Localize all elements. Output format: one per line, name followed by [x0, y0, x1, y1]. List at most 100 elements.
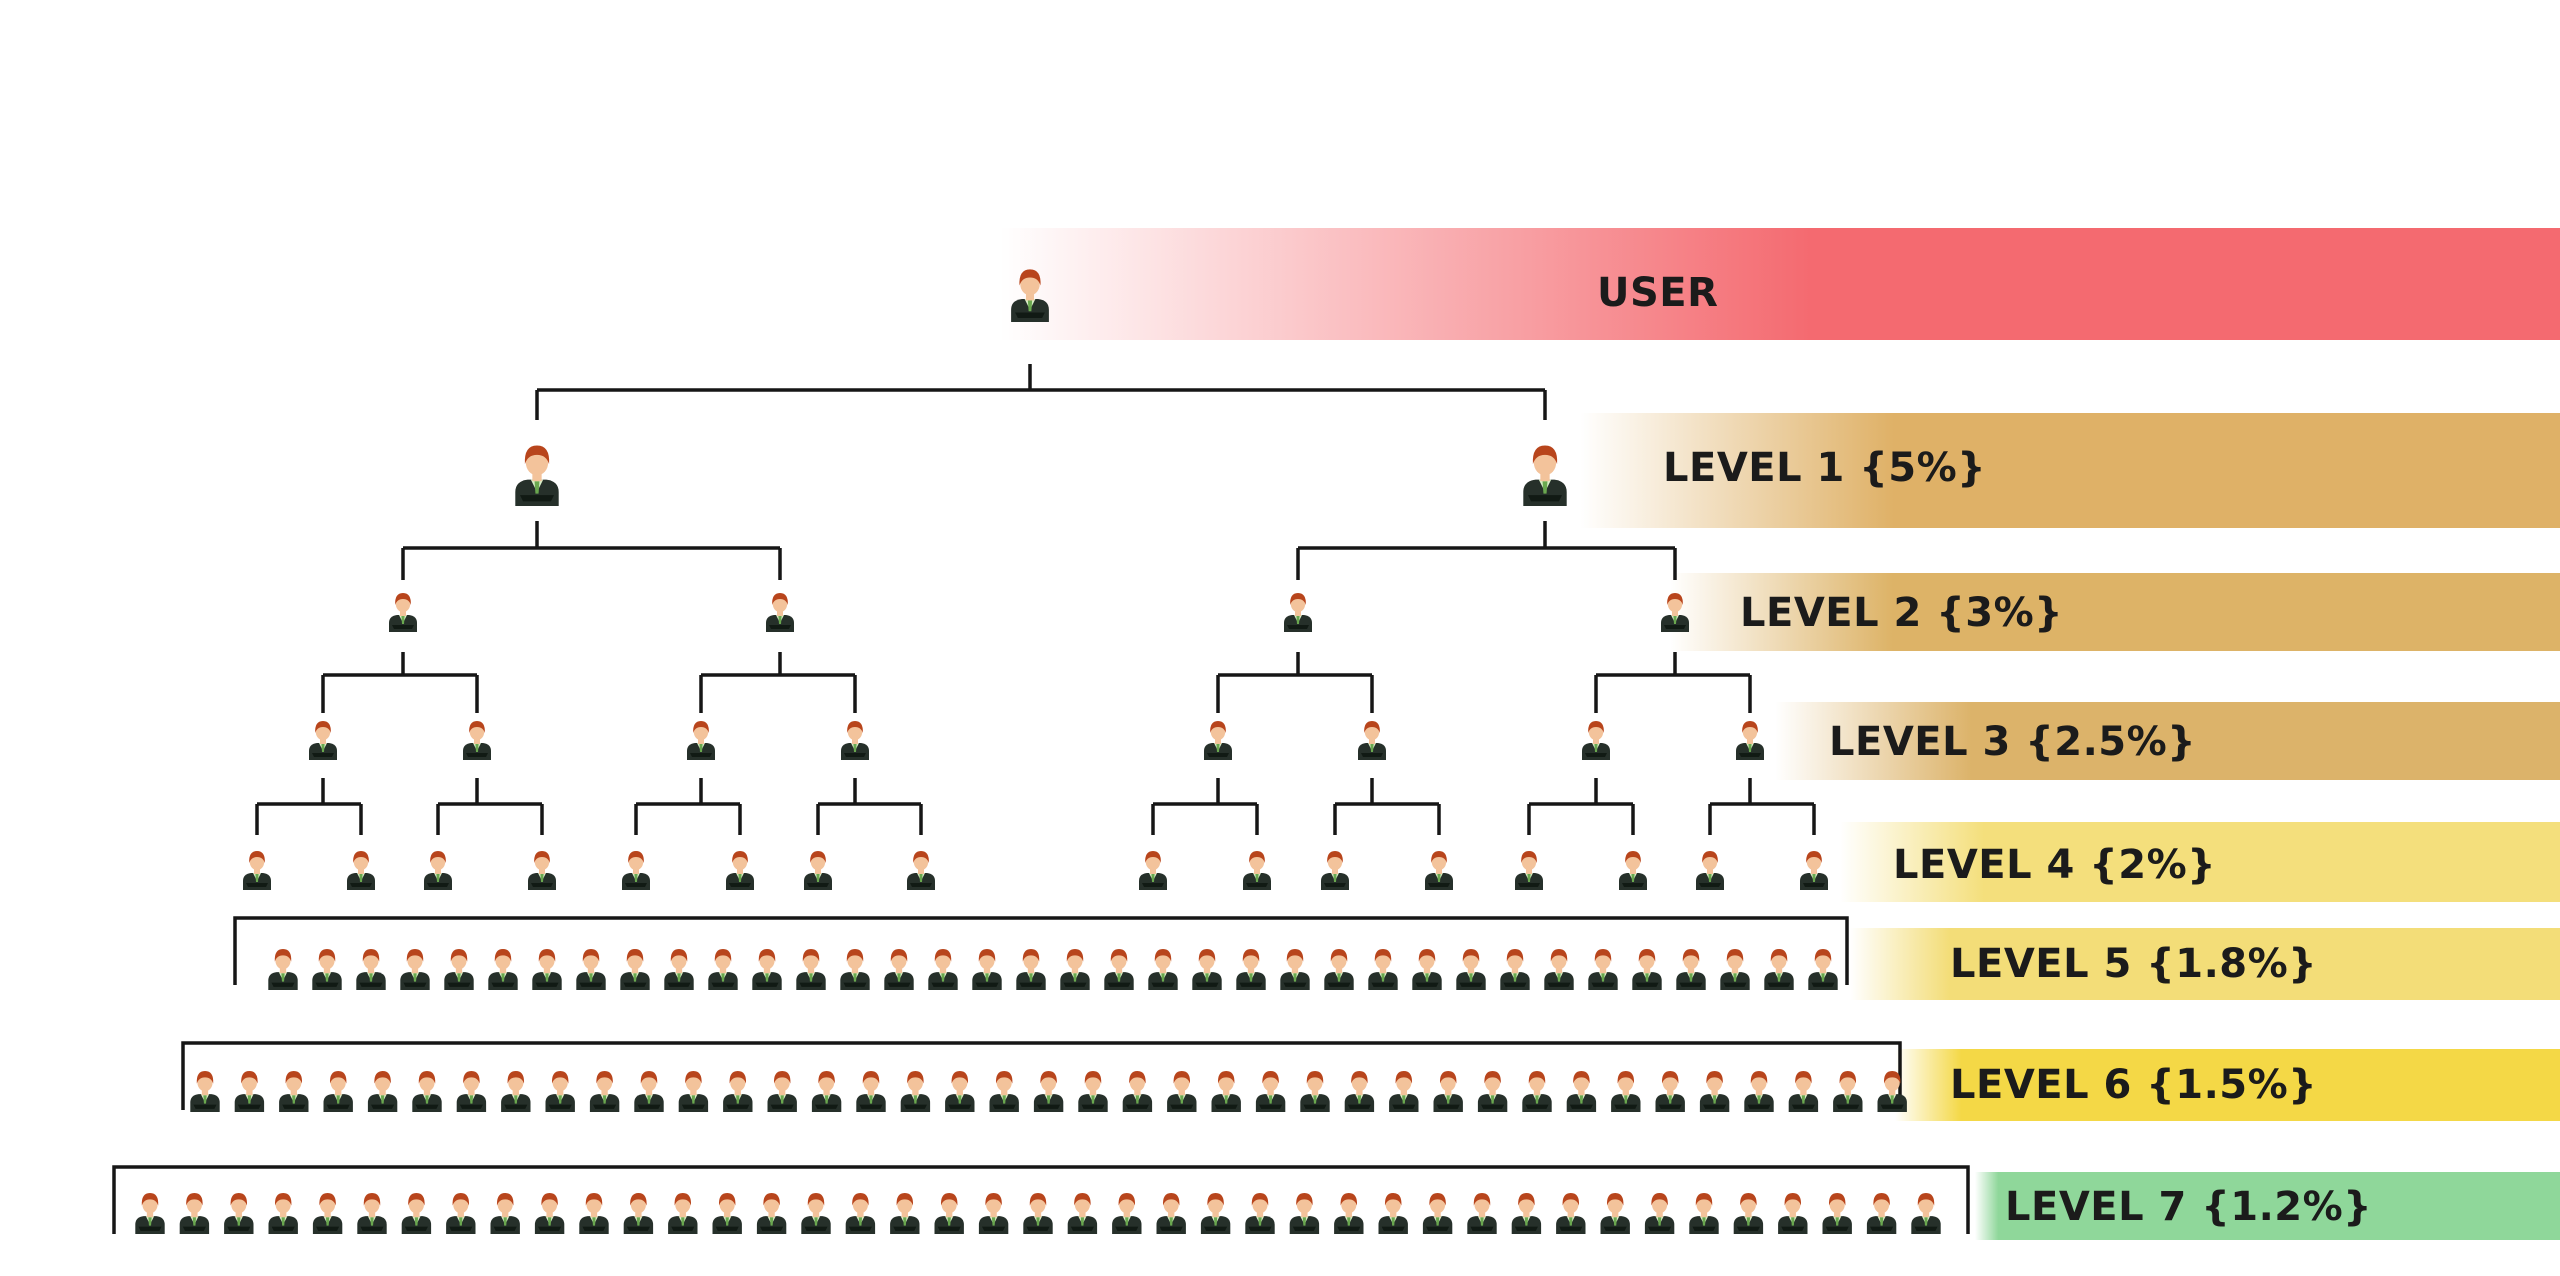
person-level-7 — [135, 1193, 165, 1234]
person-level-7 — [1067, 1193, 1098, 1234]
person-level-6 — [1699, 1071, 1730, 1112]
person-level-6 — [279, 1071, 309, 1112]
person-level-5 — [1060, 949, 1090, 990]
person-level-4 — [726, 851, 754, 890]
bracket-level-5 — [233, 916, 1849, 985]
person-level-5 — [1764, 949, 1794, 990]
person-level-6 — [634, 1071, 664, 1112]
person-level-4 — [347, 851, 375, 890]
person-level-6 — [1122, 1071, 1153, 1112]
person-level-6 — [989, 1071, 1019, 1112]
person-level-5 — [840, 949, 870, 990]
person-level-5 — [1368, 949, 1398, 990]
label-user: USER — [1597, 270, 1719, 316]
person-level-5 — [1588, 949, 1618, 990]
person-level-5 — [1544, 949, 1574, 990]
person-level-6 — [900, 1071, 931, 1112]
band-level-1 — [1580, 413, 2560, 528]
person-level-7 — [1689, 1193, 1719, 1234]
person-level-2 — [389, 593, 417, 632]
person-level-7 — [934, 1193, 964, 1234]
person-level-4 — [1243, 851, 1271, 890]
person-level-7 — [312, 1193, 343, 1234]
person-level-6 — [856, 1071, 886, 1112]
person-level-1 — [1523, 445, 1567, 506]
person-level-2 — [766, 593, 794, 632]
person-level-7 — [1822, 1193, 1852, 1234]
person-level-6 — [767, 1071, 797, 1112]
person-level-4 — [622, 851, 650, 890]
band-level-3 — [1775, 702, 2560, 780]
person-level-6 — [1167, 1071, 1197, 1112]
person-level-6 — [234, 1071, 265, 1112]
person-level-6 — [1300, 1071, 1330, 1112]
person-level-3 — [1582, 721, 1610, 760]
person-level-5 — [928, 949, 958, 990]
band-level-2 — [1670, 573, 2560, 651]
person-user — [1011, 269, 1049, 322]
person-level-4 — [1696, 851, 1724, 890]
person-level-5 — [884, 949, 914, 990]
person-level-7 — [1156, 1193, 1186, 1234]
person-level-4 — [243, 851, 271, 890]
label-level-4: LEVEL 4 {2%} — [1893, 842, 2217, 888]
person-level-6 — [412, 1071, 442, 1112]
person-level-4 — [1800, 851, 1828, 890]
person-level-5 — [400, 949, 430, 990]
person-level-6 — [1078, 1071, 1108, 1112]
person-level-4 — [1139, 851, 1167, 890]
person-level-4 — [1515, 851, 1543, 890]
band-user — [1000, 228, 2560, 340]
person-level-7 — [1733, 1193, 1764, 1234]
person-level-6 — [945, 1071, 975, 1112]
person-level-7 — [401, 1193, 432, 1234]
person-level-4 — [804, 851, 832, 890]
person-level-3 — [841, 721, 869, 760]
person-level-7 — [579, 1193, 609, 1234]
person-level-3 — [1204, 721, 1232, 760]
person-level-6 — [1211, 1071, 1241, 1112]
person-level-5 — [312, 949, 342, 990]
label-level-7: LEVEL 7 {1.2%} — [2005, 1184, 2373, 1230]
person-level-7 — [1467, 1193, 1497, 1234]
person-level-6 — [1655, 1071, 1685, 1112]
person-level-5 — [576, 949, 606, 990]
label-level-3: LEVEL 3 {2.5%} — [1829, 719, 2197, 765]
person-level-6 — [1566, 1071, 1597, 1112]
person-level-7 — [756, 1193, 787, 1234]
person-level-6 — [1255, 1071, 1286, 1112]
person-level-7 — [1112, 1193, 1142, 1234]
person-level-5 — [1324, 949, 1354, 990]
person-level-5 — [1500, 949, 1530, 990]
person-level-3 — [1358, 721, 1386, 760]
person-level-7 — [1778, 1193, 1808, 1234]
person-level-5 — [620, 949, 650, 990]
person-level-5 — [1192, 949, 1222, 990]
band-level-5 — [1850, 928, 2560, 1000]
person-level-7 — [712, 1193, 742, 1234]
person-level-7 — [357, 1193, 387, 1234]
person-level-6 — [1033, 1071, 1064, 1112]
person-level-6 — [1788, 1071, 1819, 1112]
person-level-4 — [1321, 851, 1349, 890]
person-level-7 — [224, 1193, 254, 1234]
person-level-5 — [1720, 949, 1750, 990]
person-level-6 — [811, 1071, 842, 1112]
person-level-7 — [1600, 1193, 1630, 1234]
person-level-5 — [1016, 949, 1046, 990]
person-level-4 — [907, 851, 935, 890]
person-level-5 — [444, 949, 474, 990]
person-level-7 — [1245, 1193, 1275, 1234]
band-level-7 — [1975, 1172, 2560, 1240]
person-level-3 — [687, 721, 715, 760]
person-level-5 — [488, 949, 518, 990]
label-level-1: LEVEL 1 {5%} — [1663, 445, 1987, 491]
person-level-6 — [1389, 1071, 1419, 1112]
person-level-5 — [1456, 949, 1486, 990]
person-level-7 — [845, 1193, 876, 1234]
person-level-6 — [1611, 1071, 1641, 1112]
person-level-6 — [1877, 1071, 1907, 1112]
person-level-7 — [1422, 1193, 1453, 1234]
band-level-6 — [1895, 1049, 2560, 1121]
